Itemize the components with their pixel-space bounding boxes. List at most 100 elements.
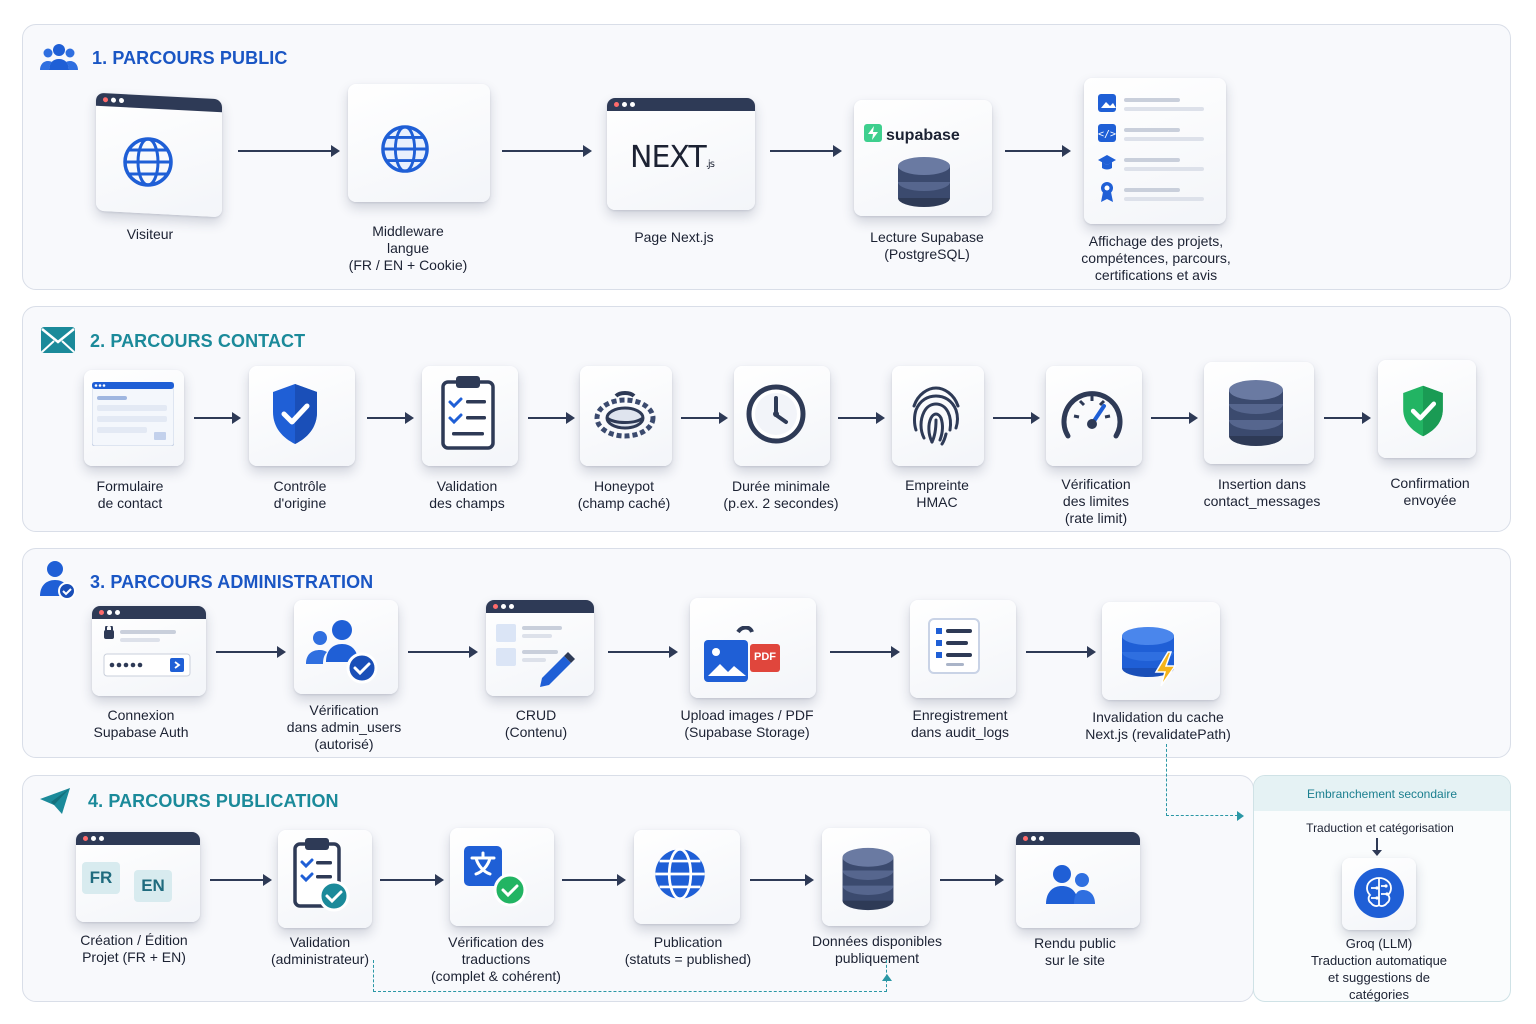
flow-arrow [528,412,575,424]
down-arrowhead [1372,850,1382,856]
node-label: Contrôle d'origine [273,478,327,511]
shield-check-icon [273,384,317,444]
node-label: Confirmation envoyée [1390,475,1470,508]
section-publication-title: 4. PARCOURS PUBLICATION [88,791,339,811]
clipboard-checklist-icon [441,376,495,450]
login-window-icon [103,626,191,677]
envelope-icon [41,327,75,353]
flow-arrow [770,145,842,157]
globe-icon [655,847,705,901]
node-label: Création / Édition Projet (FR + EN) [80,932,188,965]
svg-text:</>: </> [1098,129,1116,140]
users-check-icon [306,620,378,684]
translate-check-icon [464,846,527,907]
node-label: Vérification des traductions (complet & … [431,934,561,984]
honeypot-trap-icon [594,391,656,439]
flow-arrow [502,145,592,157]
node-label: Upload images / PDF (Supabase Storage) [680,707,814,740]
flow-arrow [1151,412,1198,424]
public-render-node [1016,832,1140,928]
nextjs-page-node [607,98,755,210]
dashed-branch-line [1166,744,1238,816]
gauge-icon [1061,391,1123,439]
flow-arrow [1026,646,1096,658]
node-label: Connexion Supabase Auth [93,707,189,740]
flow-arrow [1005,145,1071,157]
node-label: Page Next.js [634,229,714,245]
log-list-icon [928,618,980,674]
login-node [92,606,206,696]
node-label: Middleware langue (FR / EN + Cookie) [348,223,468,273]
pdf-badge: PDF [754,651,776,663]
node-label: Insertion dans contact_messages [1203,476,1321,509]
flow-arrow [993,412,1040,424]
node-label: Formulaire de contact [96,478,164,511]
dashed-loop-line [373,960,887,992]
flow-arrow [210,874,272,886]
down-arrow-icon [1376,838,1378,852]
flow-arrow [608,646,678,658]
secondary-branch-header: Embranchement secondaire [1254,776,1510,811]
flow-arrow [838,412,885,424]
paper-plane-icon [40,788,70,814]
node-label: Publication (statuts = published) [624,934,752,967]
node-label: Vérification des limites (rate limit) [1061,476,1131,526]
flow-arrow [830,646,900,658]
secondary-subtitle: Traduction et catégorisation [1306,821,1454,835]
database-bolt-icon [1122,627,1177,687]
content-list-icon: </> [1098,94,1204,202]
node-label: Rendu public sur le site [1034,935,1116,968]
database-icon [842,847,894,911]
nextjs-logo-sub: .js [705,159,715,170]
section-contact-title: 2. PARCOURS CONTACT [90,331,306,351]
globe-icon [123,137,173,187]
globe-icon [381,125,429,173]
users-icon [1046,865,1095,904]
flow-arrow [216,646,286,658]
supabase-bolt-icon [864,124,882,142]
admin-user-icon [40,561,76,600]
dashed-arrowhead [1237,811,1244,821]
fr-tag: FR [82,862,120,894]
node-label: Groq (LLM) Traduction automatique et sug… [1310,936,1448,1002]
nextjs-logo-text: NEXT [630,140,707,175]
rate-limit-node [1046,366,1142,466]
database-icon [1229,380,1283,446]
nextjs-logo-icon: NEXT.js [630,140,715,175]
flow-arrow [750,874,814,886]
flow-arrow [408,646,478,658]
flow-arrow [562,874,626,886]
ai-brain-chip-icon [1354,868,1404,918]
section-public-panel [22,24,1511,290]
flow-arrow [681,412,728,424]
green-shield-check-icon [1403,385,1443,437]
node-label: Enregistrement dans audit_logs [910,707,1010,740]
node-label: Durée minimale (p.ex. 2 secondes) [723,478,839,511]
upload-image-pdf-icon [704,626,780,682]
form-window-icon [92,382,174,446]
flow-arrow [380,874,444,886]
clock-icon [746,384,806,444]
database-icon [898,157,950,207]
fingerprint-icon [912,386,960,446]
users-icon [40,44,78,70]
node-label: Invalidation du cache Next.js (revalidat… [1085,709,1231,742]
node-label: Validation (administrateur) [270,934,370,967]
en-tag: EN [134,870,172,902]
section-admin-title: 3. PARCOURS ADMINISTRATION [90,572,374,592]
supabase-logo-text: supabase [886,127,960,144]
flow-arrow [367,412,414,424]
edit-window-icon [496,624,575,687]
flow-arrow [238,145,340,157]
node-label: Visiteur [126,226,174,242]
node-label: Données disponibles publiquement [812,933,942,966]
flow-arrow [940,874,1004,886]
node-label: Validation des champs [429,478,505,511]
flow-arrow [1324,412,1371,424]
node-label: Affichage des projets, compétences, parc… [1081,233,1231,283]
node-label: Vérification dans admin_users (autorisé) [286,702,402,752]
flow-arrow [194,412,241,424]
section-public-title: 1. PARCOURS PUBLIC [92,48,288,68]
node-label: CRUD (Contenu) [504,707,568,740]
clipboard-check-icon [293,838,350,912]
